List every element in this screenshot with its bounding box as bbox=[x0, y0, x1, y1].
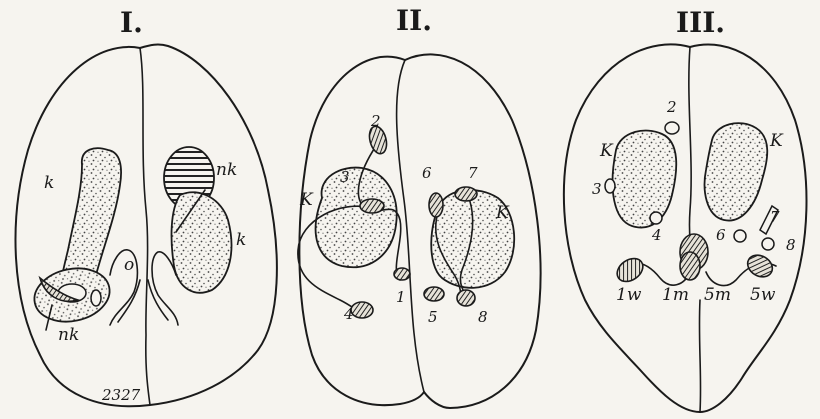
figure-2-macronucleus-left bbox=[316, 168, 397, 268]
figure-3-macronucleus-left bbox=[613, 131, 677, 228]
figure-2-label-3: 3 bbox=[340, 168, 350, 186]
figure-3-label-8: 8 bbox=[786, 236, 796, 254]
figure-2-nucleus-1 bbox=[394, 268, 410, 280]
figure-3-nucleus-2 bbox=[665, 122, 679, 134]
figure-1: I. k nk k nk o 2327 bbox=[16, 6, 277, 406]
figure-1-cyst-small bbox=[91, 290, 101, 306]
figure-3-label-1m: 1m bbox=[662, 285, 689, 305]
figure-3-label-6: 6 bbox=[716, 226, 726, 244]
figure-2-label-2: 2 bbox=[370, 112, 381, 130]
figure-3-median-line bbox=[689, 47, 694, 262]
figure-2-label-K-left: K bbox=[299, 190, 314, 210]
figure-3: III. 2 K K 3 4 6 7 8 1w 1m 5m 5w bbox=[564, 6, 807, 412]
figure-2-label-4: 4 bbox=[343, 305, 354, 323]
figure-1-label-k-right: k bbox=[236, 230, 246, 250]
figure-3-nucleus-4 bbox=[650, 212, 662, 224]
figure-3-nucleus-8 bbox=[762, 238, 774, 250]
figure-3-label-5w: 5w bbox=[750, 285, 776, 305]
figure-2-nucleus-6 bbox=[429, 193, 443, 217]
figure-1-macronucleus-right bbox=[172, 192, 232, 293]
figure-2-label-K-right: K bbox=[495, 203, 510, 223]
figure-2-nucleus-5 bbox=[424, 287, 444, 301]
figure-3-nucleus-1w bbox=[613, 254, 647, 286]
figure-1-title: I. bbox=[120, 6, 143, 39]
figure-3-label-4: 4 bbox=[651, 226, 662, 244]
figure-2-nucleus-3 bbox=[360, 199, 384, 213]
figure-3-cell-right bbox=[690, 45, 806, 412]
figure-1-median-line bbox=[140, 48, 150, 405]
figure-3-nucleus-6 bbox=[734, 230, 746, 242]
figure-3-title: III. bbox=[676, 6, 725, 39]
figure-1-label-nk-bottom: nk bbox=[58, 325, 79, 345]
figure-3-label-2: 2 bbox=[666, 98, 677, 116]
figure-3-label-K-right: K bbox=[769, 131, 784, 151]
figure-3-nucleus-1m bbox=[680, 252, 700, 280]
figure-3-median-lower bbox=[699, 300, 700, 412]
figure-3-label-5m: 5m bbox=[704, 285, 731, 305]
figure-1-label-nk-right: nk bbox=[216, 160, 237, 180]
figure-3-nucleus-5w bbox=[744, 251, 777, 281]
figure-2-label-5: 5 bbox=[428, 308, 438, 326]
figure-3-cell-left bbox=[564, 44, 700, 412]
figure-3-label-7: 7 bbox=[770, 208, 780, 226]
figure-2-label-6: 6 bbox=[422, 164, 432, 182]
figure-2-nucleus-4 bbox=[351, 302, 373, 318]
figure-1-oral-inner-right bbox=[148, 280, 168, 320]
figure-3-nucleus-3 bbox=[605, 179, 615, 193]
figure-1-label-o: o bbox=[124, 255, 134, 275]
figure-3-label-K-left: K bbox=[599, 141, 614, 161]
figure-2-title: II. bbox=[396, 4, 432, 37]
figure-3-label-3: 3 bbox=[592, 180, 602, 198]
figure-2-label-8: 8 bbox=[478, 308, 488, 326]
figure-1-number: 2327 bbox=[101, 386, 141, 404]
figure-2-label-1: 1 bbox=[396, 288, 406, 306]
figure-2-nucleus-7 bbox=[455, 187, 477, 201]
figure-1-label-k-left: k bbox=[44, 173, 54, 193]
figure-2-nucleus-8 bbox=[457, 290, 475, 306]
figure-2: II. 2 3 K 6 7 K 1 4 5 8 bbox=[298, 4, 541, 408]
figure-2-label-7: 7 bbox=[468, 164, 478, 182]
figure-3-label-1w: 1w bbox=[616, 285, 642, 305]
figure-3-macronucleus-right bbox=[705, 123, 768, 220]
